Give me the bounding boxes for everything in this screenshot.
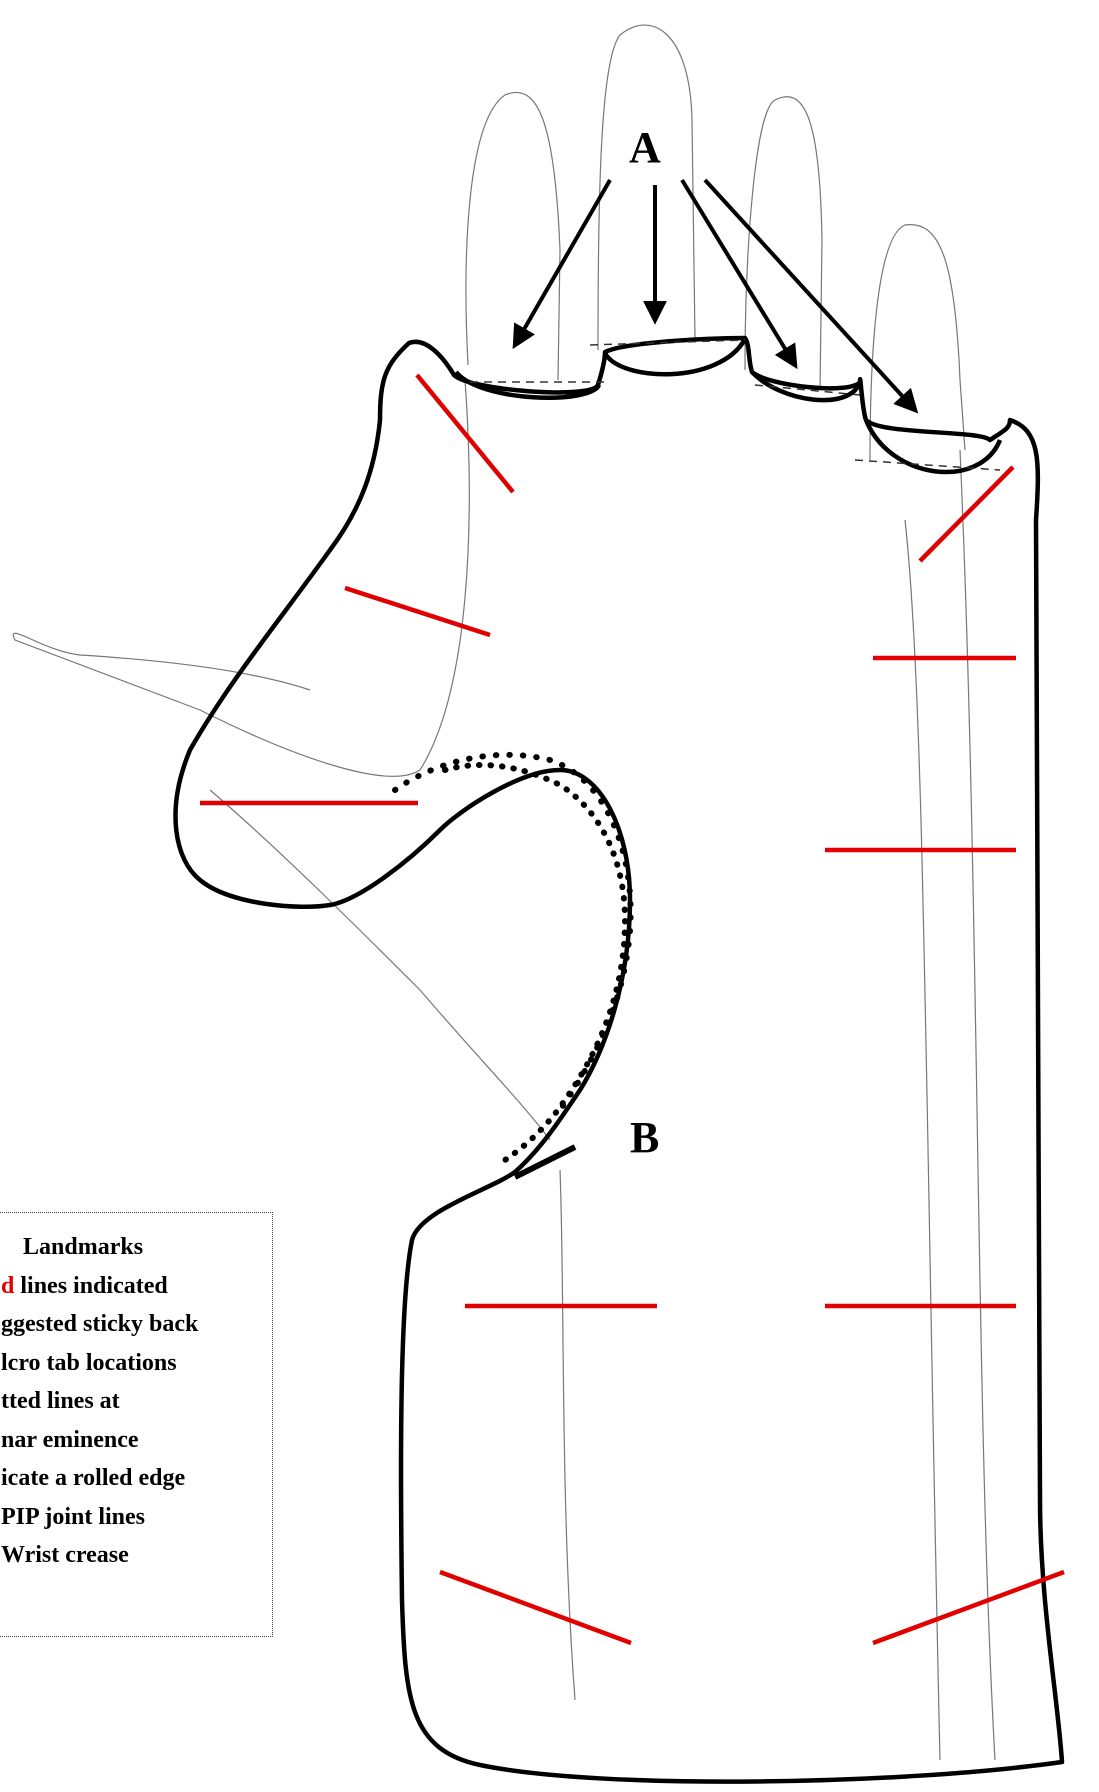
velcro-line (920, 467, 1013, 561)
legend-line-4: tted lines at (0, 1382, 291, 1421)
velcro-line (345, 588, 490, 635)
rolled-edge-dots (395, 755, 631, 1160)
legend-red-word: d (1, 1273, 14, 1299)
legend-line-1-rest: lines indicated (14, 1273, 167, 1299)
legend-line-1: d lines indicated (0, 1267, 291, 1306)
legend-box: Landmarks d lines indicated ggested stic… (0, 1212, 273, 1637)
legend-line-7: PIP joint lines (0, 1498, 291, 1537)
velcro-tab-lines (200, 375, 1064, 1643)
pip-arrows (515, 180, 915, 410)
velcro-line (440, 1572, 631, 1643)
velcro-line (873, 1572, 1064, 1643)
legend-line-3: lcro tab locations (0, 1344, 291, 1383)
legend-line-6: icate a rolled edge (0, 1459, 291, 1498)
legend-line-5: nar eminence (0, 1421, 291, 1460)
finger-cutouts (456, 339, 1000, 472)
label-b: B (630, 1112, 659, 1163)
legend-line-8: Wrist crease (0, 1536, 291, 1575)
pip-joint-lines (470, 340, 1000, 470)
legend-title: Landmarks (0, 1228, 291, 1267)
label-a: A (629, 122, 661, 173)
legend-line-2: ggested sticky back (0, 1305, 291, 1344)
